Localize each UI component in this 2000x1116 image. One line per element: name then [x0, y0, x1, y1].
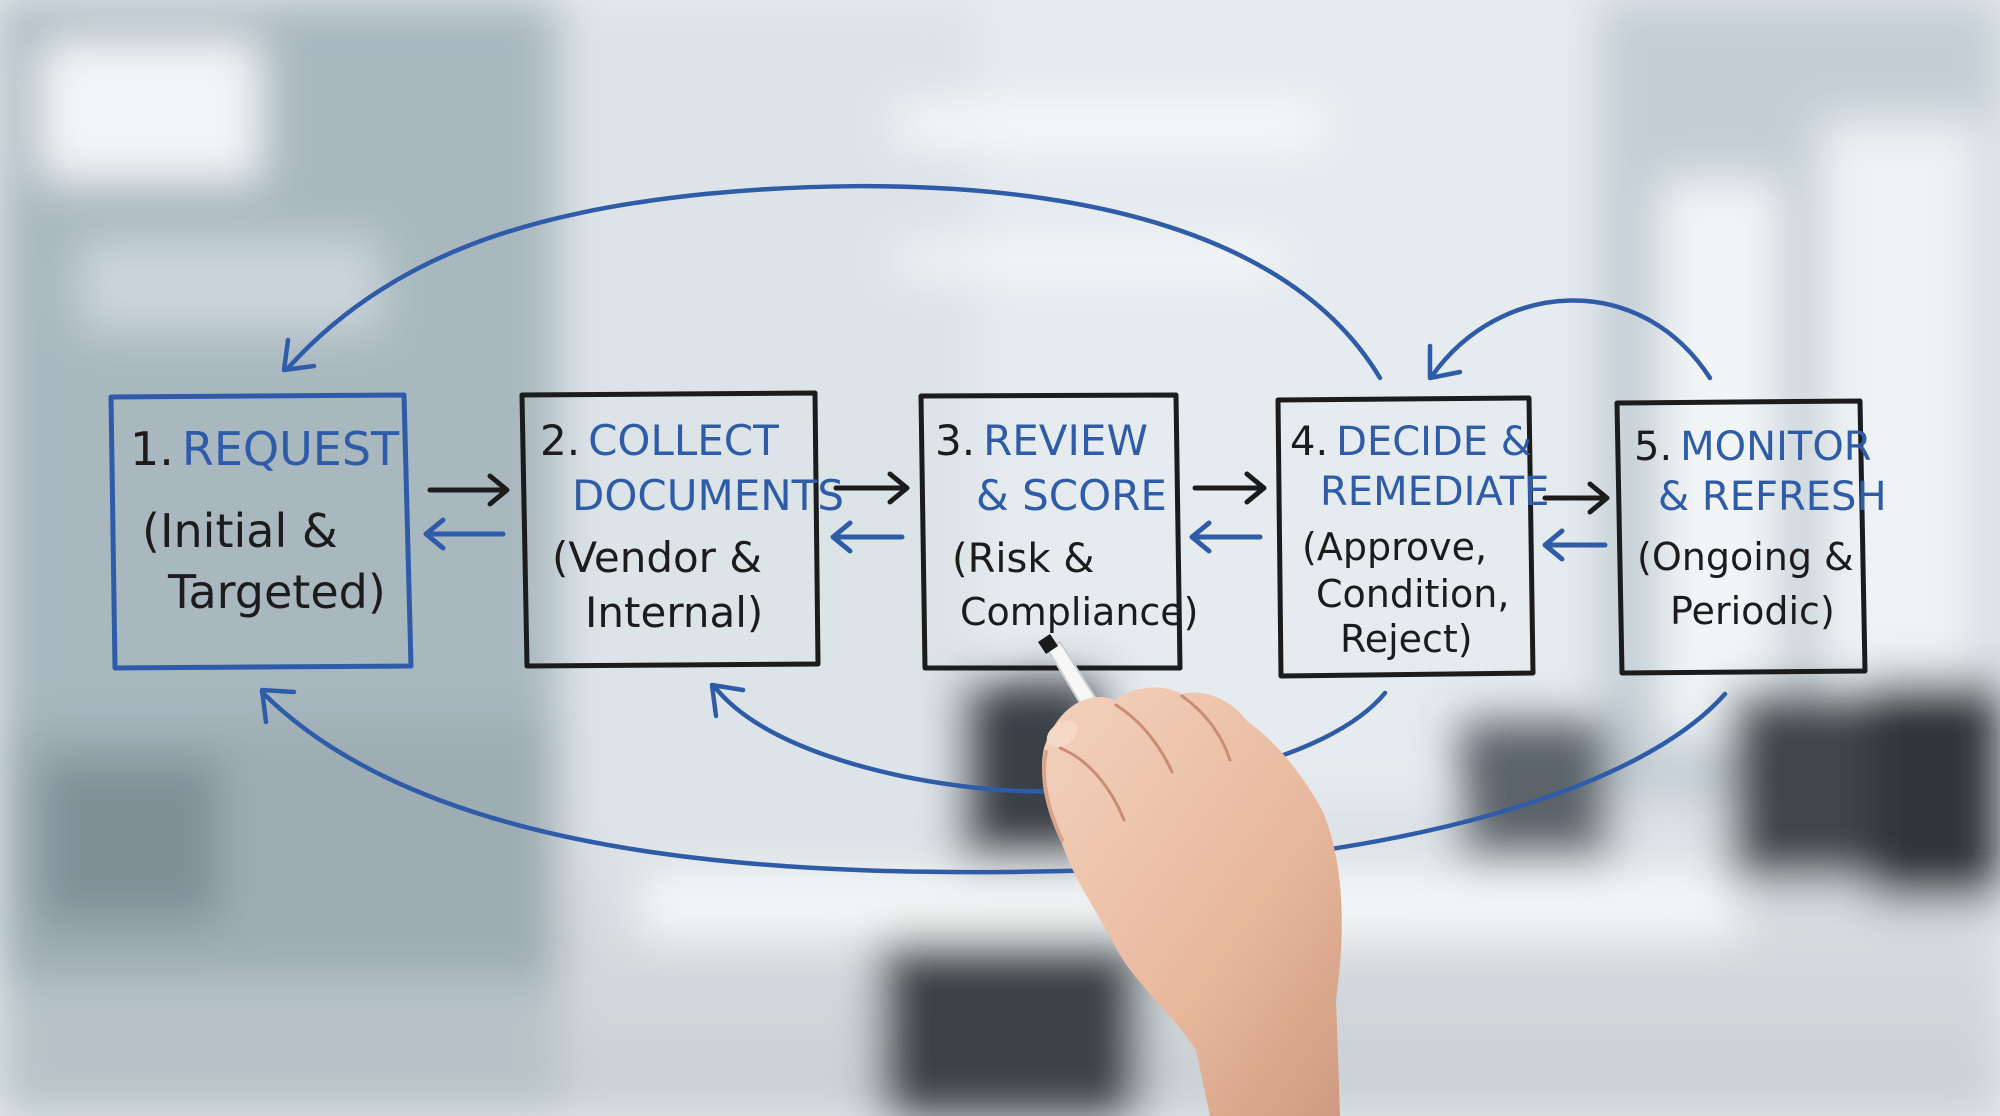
step-4-title-line-1: DECIDE &	[1336, 419, 1532, 465]
step-1-heading: 1.REQUEST	[130, 422, 400, 476]
step-3-subtitle-line-2: Compliance)	[960, 590, 1199, 634]
step-5-title-line-2: & REFRESH	[1658, 474, 1887, 520]
step-1-number: 1.	[130, 422, 174, 476]
step-3-number: 3.	[935, 416, 975, 465]
step-5-title-line-1: MONITOR	[1680, 424, 1871, 470]
step-2-heading: 2.COLLECT	[540, 416, 779, 465]
step-3-title-line-1: REVIEW	[983, 416, 1148, 465]
step-5-subtitle-line-2: Periodic)	[1670, 589, 1835, 633]
step-5-number: 5.	[1634, 424, 1672, 470]
step-2-subtitle-line-1: (Vendor &	[552, 533, 762, 582]
step-2-subtitle-line-2: Internal)	[585, 588, 763, 637]
step-3-heading: 3.REVIEW	[935, 416, 1148, 465]
step-5-subtitle-line-1: (Ongoing &	[1637, 535, 1854, 579]
step-4-subtitle-line-2: Condition,	[1316, 572, 1509, 616]
step-1-title-line-1: REQUEST	[182, 422, 400, 476]
step-4-subtitle-line-1: (Approve,	[1302, 525, 1487, 569]
step-4-heading: 4.DECIDE &	[1290, 419, 1532, 465]
step-2-title-line-2: DOCUMENTS	[572, 471, 844, 520]
step-3-subtitle-line-1: (Risk &	[952, 536, 1094, 582]
step-1-subtitle-line-1: (Initial &	[142, 504, 338, 558]
step-4-subtitle-line-3: Reject)	[1340, 617, 1473, 661]
step-4-title-line-2: REMEDIATE	[1320, 469, 1549, 515]
step-1-subtitle-line-2: Targeted)	[167, 565, 386, 619]
step-5-heading: 5.MONITOR	[1634, 424, 1872, 470]
step-2-number: 2.	[540, 416, 580, 465]
step-2-title-line-1: COLLECT	[588, 416, 779, 465]
step-3-title-line-2: & SCORE	[976, 471, 1167, 520]
step-4-number: 4.	[1290, 419, 1328, 465]
